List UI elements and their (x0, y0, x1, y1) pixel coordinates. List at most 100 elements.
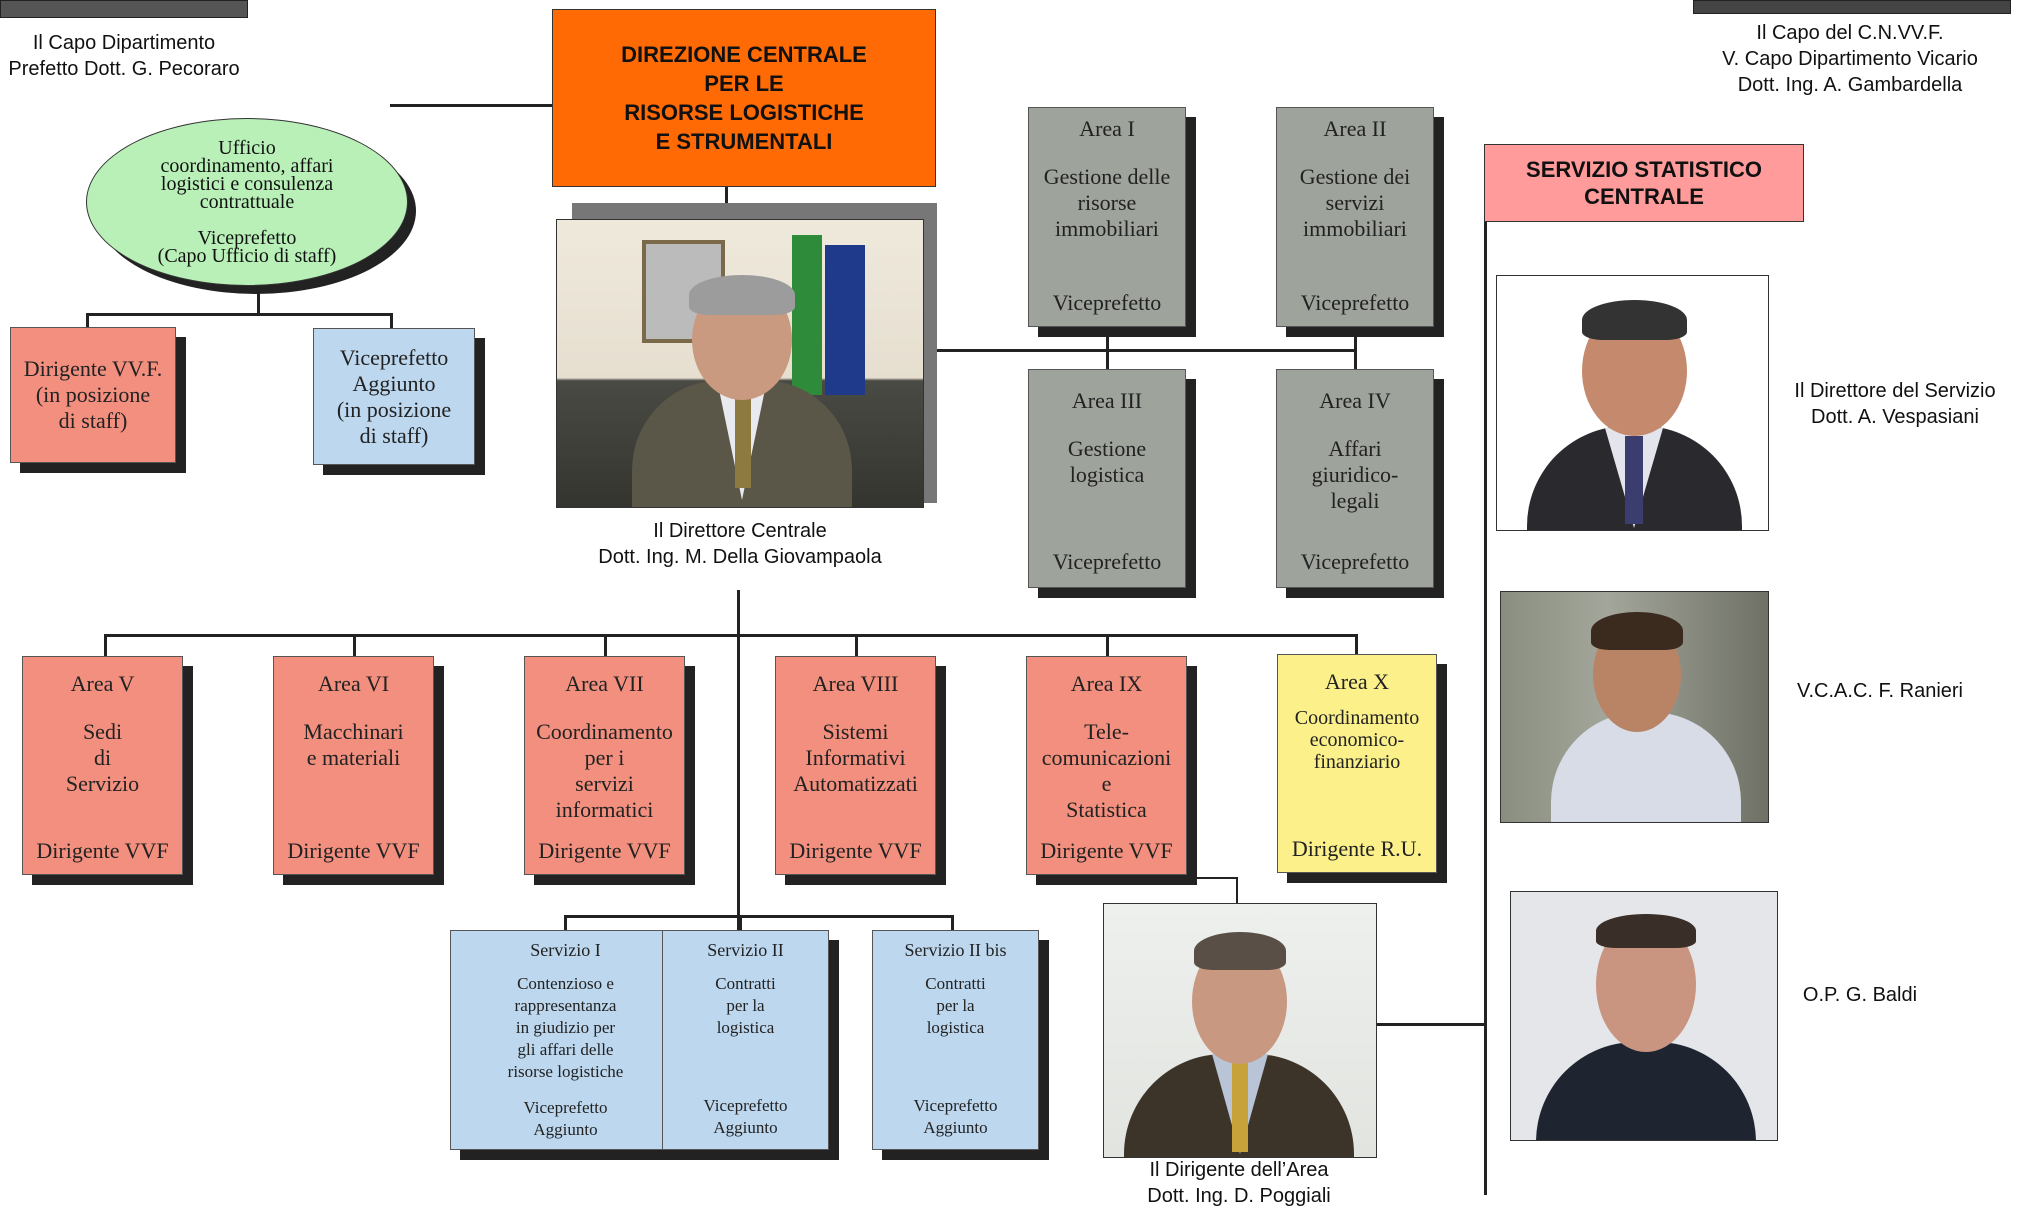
area-footer: Dirigente VVF (287, 838, 420, 863)
caption-line: Dott. Ing. D. Poggiali (1147, 1185, 1331, 1207)
service-body-line: Contenzioso e (517, 974, 614, 993)
area-body-line: Automatizzati (793, 771, 918, 796)
person-tie (1232, 1062, 1248, 1152)
area-title: Area VI (317, 671, 390, 696)
connector-upper-drop-a (1106, 327, 1109, 369)
box-line: di staff) (359, 422, 429, 448)
area-body-line: servizi (1325, 190, 1385, 215)
connector-drop-4 (855, 634, 858, 656)
ellipse-line: logistici e consulenza (160, 173, 334, 195)
area-footer: Dirigente VVF (36, 838, 169, 863)
area-body-line: Macchinari (303, 719, 404, 744)
title-line: PER LE (704, 71, 784, 96)
caption-line: Dott. Ing. A. Gambardella (1737, 74, 1963, 96)
title-line: RISORSE LOGISTICHE (624, 100, 864, 125)
caption-baldi: O.P. G. Baldi (1770, 982, 1950, 1008)
area-title: Area V (70, 671, 135, 696)
area-box-viii: Area VIII Sistemi Informativi Automatizz… (775, 656, 936, 875)
area-title: Area X (1324, 669, 1390, 694)
connector-services-bar (564, 915, 954, 918)
stat-photo-baldi (1510, 891, 1778, 1141)
service-title: Servizio II bis (904, 940, 1007, 960)
box-line: Viceprefetto (339, 344, 449, 370)
stat-photo-ranieri (1500, 591, 1769, 823)
stat-service-box: SERVIZIO STATISTICO CENTRALE (1484, 144, 1804, 222)
flag-green (792, 235, 822, 395)
person-hair (1194, 932, 1286, 970)
box-line: (in posizione (35, 382, 151, 407)
area-body-line: Tele- (1084, 719, 1129, 744)
area-body-line: Coordinamento (536, 719, 673, 744)
area-box-vii: Area VII Coordinamento per i servizi inf… (524, 656, 685, 875)
caption-line: Prefetto Dott. G. Pecoraro (8, 58, 240, 80)
staff-office-ellipse: Ufficio coordinamento, affari logistici … (86, 118, 408, 286)
area-body-line: comunicazioni (1041, 745, 1172, 770)
area-head-photo (1103, 903, 1377, 1158)
connector-upper-drop-b (1354, 327, 1357, 369)
person-hair (689, 275, 795, 315)
caption-line: Dott. A. Vespasiani (1811, 406, 1979, 428)
caption-vespasiani: Il Direttore del Servizio Dott. A. Vespa… (1770, 378, 2020, 430)
service-body-line: risorse logistiche (507, 1062, 624, 1081)
ellipse-line: Viceprefetto (197, 227, 297, 249)
area-body-line: economico- (1309, 729, 1405, 751)
area-footer: Viceprefetto (1300, 290, 1410, 315)
connector-photo-to-upper (922, 349, 1357, 352)
person-tie (1625, 436, 1643, 524)
caption-director: Il Direttore Centrale Dott. Ing. M. Dell… (530, 518, 950, 570)
area-title: Area I (1079, 116, 1135, 141)
service-body-line: per la (936, 996, 975, 1015)
service-footer-line: Viceprefetto (703, 1096, 788, 1115)
connector-drop-6 (1355, 634, 1358, 656)
area-body-line: logistica (1069, 462, 1145, 487)
service-footer-line: Aggiunto (923, 1118, 988, 1137)
service-title: Servizio I (530, 940, 601, 960)
area-body-line: Gestione delle (1043, 164, 1171, 189)
area-footer: Viceprefetto (1052, 549, 1162, 574)
connector-service-1 (564, 915, 567, 930)
area-footer: Dirigente VVF (1040, 838, 1173, 863)
area-box-vi: Area VI Macchinari e materiali Dirigente… (273, 656, 434, 875)
area-body-line: e (1101, 771, 1112, 796)
area-body-line: immobiliari (1303, 216, 1407, 241)
service-box-ii: Servizio II Contratti per la logistica V… (662, 930, 829, 1150)
service-body-line: rappresentanza (514, 996, 617, 1015)
service-title: Servizio II (707, 940, 784, 960)
service-footer-line: Aggiunto (713, 1118, 778, 1137)
staff-box-viceprefetto: Viceprefetto Aggiunto (in posizione di s… (313, 328, 475, 465)
area-body-line: Gestione (1067, 436, 1147, 461)
connector-drop-3 (604, 634, 607, 656)
service-body-line: Contratti (715, 974, 776, 993)
box-line: (in posizione (336, 396, 452, 422)
ellipse-line: Ufficio (218, 137, 276, 159)
connector-drop-2 (353, 634, 356, 656)
person-hair (1582, 300, 1687, 340)
direzione-centrale-box: DIREZIONE CENTRALE PER LE RISORSE LOGIST… (552, 9, 936, 187)
service-box-ii-bis: Servizio II bis Contratti per la logisti… (872, 930, 1039, 1150)
area-body-line: per i (584, 745, 625, 770)
director-photo (556, 219, 924, 508)
portrait-top-left (0, 0, 248, 18)
ellipse-line: coordinamento, affari (160, 155, 334, 177)
area-box-i: Area I Gestione delle risorse immobiliar… (1028, 107, 1186, 327)
area-box-iv: Area IV Affari giuridico- legali Vicepre… (1276, 369, 1434, 588)
caption-capo-cnvvf: Il Capo del C.N.VV.F. V. Capo Dipartimen… (1680, 20, 2020, 98)
area-box-v: Area V Sedi di Servizio Dirigente VVF (22, 656, 183, 875)
area-box-iii: Area III Gestione logistica Viceprefetto (1028, 369, 1186, 588)
connector-ellipse-down (257, 285, 260, 313)
ellipse-line: (Capo Ufficio di staff) (157, 245, 337, 267)
staff-box-dirigente: Dirigente VV.F. (in posizione di staff) (10, 327, 176, 463)
area-body-line: informatici (555, 797, 654, 822)
caption-line: V. Capo Dipartimento Vicario (1722, 48, 1978, 70)
area-footer: Dirigente R.U. (1291, 836, 1423, 861)
area-body-line: di (93, 745, 112, 770)
connector-head-to-stat (1372, 1023, 1487, 1026)
service-footer-line: Viceprefetto (913, 1096, 998, 1115)
area-body-line: servizi (575, 771, 634, 796)
connector-service-2 (739, 915, 742, 930)
ellipse-line: contrattuale (199, 191, 295, 213)
connector-title-to-photo (725, 183, 728, 205)
service-body-line: in giudizio per (515, 1018, 616, 1037)
box-line: Aggiunto (352, 370, 436, 396)
area-body-line: risorse (1077, 190, 1137, 215)
